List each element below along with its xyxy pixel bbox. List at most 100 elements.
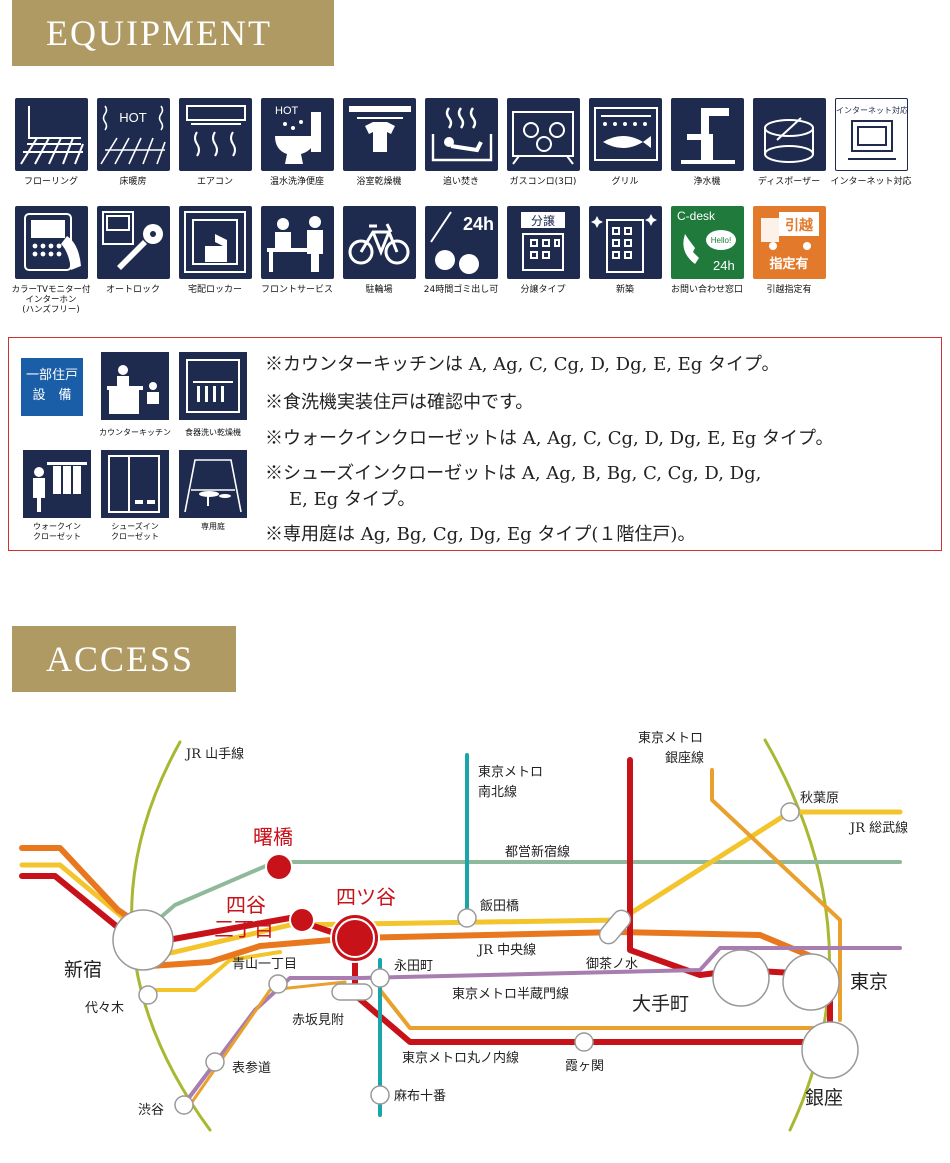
- label-tokyo: 東京: [850, 971, 888, 993]
- label-yotsuya-sanchome-1: 四谷: [226, 893, 266, 917]
- line-sobu-west: [146, 950, 282, 992]
- water-purifier-icon: [670, 98, 744, 171]
- label-yoyogi: 代々木: [85, 1001, 124, 1016]
- station-iidabashi: [457, 908, 477, 928]
- note-shoes-closet: ※シューズインクローゼットは A, Ag, B, Bg, C, Cg, D, D…: [265, 463, 762, 484]
- label-ginza: 銀座: [805, 1087, 843, 1109]
- equipment-item: グリル: [584, 98, 666, 188]
- air-conditioner-icon: [178, 98, 252, 171]
- equipment-item: 宅配ロッカー: [174, 206, 256, 296]
- counter-kitchen-icon: [101, 352, 169, 420]
- reheating-bath-icon: [424, 98, 498, 171]
- station-ochanomizu: [598, 909, 632, 945]
- equipment-item: 浴室乾燥機: [338, 98, 420, 188]
- label-shinjuku: 新宿: [64, 959, 102, 981]
- svg-text:24h: 24h: [463, 214, 494, 234]
- equipment-item: インターネット対応 インターネット対応: [830, 98, 912, 188]
- label-sobu: JR 総武線: [848, 820, 908, 836]
- partial-badge: 一部住戸 設 備: [21, 358, 83, 416]
- label-ochanomizu: 御茶ノ水: [586, 956, 638, 972]
- label-kasumigaseki: 霞ヶ関: [565, 1059, 604, 1074]
- equipment-item: 駐輪場: [338, 206, 420, 296]
- station-akebonobashi: [265, 853, 293, 881]
- equipment-banner: EQUIPMENT: [12, 0, 334, 66]
- private-garden-icon: [179, 450, 247, 518]
- station-yoyogi: [138, 985, 158, 1005]
- delivery-locker-icon: [178, 206, 252, 279]
- grill-icon: [588, 98, 662, 171]
- washlet-icon: HOT: [260, 98, 334, 171]
- station-yotsuya-sanchome: [289, 907, 315, 933]
- note-dishwasher: ※食洗機実装住戸は確認中です。: [265, 392, 534, 413]
- svg-text:インターネット対応: インターネット対応: [836, 105, 908, 115]
- internet-icon: インターネット対応: [834, 98, 908, 171]
- line-ginza: [378, 768, 842, 1030]
- label-aoyama: 青山一丁目: [232, 957, 297, 972]
- station-azabu: [370, 1085, 390, 1105]
- label-hanzomon: 東京メトロ半蔵門線: [452, 986, 569, 1002]
- equipment-item: ガスコンロ(3口): [502, 98, 584, 188]
- label-nagatacho: 永田町: [394, 959, 433, 974]
- station-akihabara: [780, 802, 800, 822]
- equipment-item: 引越指定有 引越指定有: [748, 206, 830, 296]
- floor-heating-icon: HOT: [96, 98, 170, 171]
- svg-text:引越: 引越: [785, 217, 814, 234]
- station-yotsuya: [330, 913, 380, 963]
- equipment-item: 新築: [584, 206, 666, 296]
- auto-lock-icon: [96, 206, 170, 279]
- station-kasumigaseki: [574, 1032, 594, 1052]
- equipment-item: HOT 床暖房: [92, 98, 174, 188]
- equipment-item: ディスポーザー: [748, 98, 830, 188]
- svg-text:HOT: HOT: [275, 105, 299, 117]
- equipment-title: EQUIPMENT: [46, 13, 272, 53]
- svg-text:Hello!: Hello!: [710, 236, 730, 245]
- station-omotesando: [205, 1052, 225, 1072]
- equipment-item: 浄水機: [666, 98, 748, 188]
- svg-text:HOT: HOT: [119, 110, 147, 125]
- note-counter-kitchen: ※カウンターキッチンは A, Ag, C, Cg, D, Dg, E, Eg タ…: [265, 354, 780, 375]
- station-otemachi: [712, 949, 770, 1007]
- station-ginza: [801, 1021, 859, 1079]
- label-ginza-line-2: 銀座線: [665, 750, 704, 766]
- equipment-item: 24h 24時間ゴミ出し可: [420, 206, 502, 296]
- moving-truck-icon: 引越指定有: [752, 206, 826, 279]
- walk-in-closet-icon: [23, 450, 91, 518]
- station-akasaka: [331, 983, 373, 1001]
- label-nanboku-2: 南北線: [478, 784, 517, 800]
- equipment-item: エアコン: [174, 98, 256, 188]
- label-akihabara: 秋葉原: [800, 791, 839, 806]
- equipment-item: HOT 温水洗浄便座: [256, 98, 338, 188]
- equipment-item: カラーTVモニター付 インターホン (ハンズフリー): [10, 206, 92, 315]
- line-yamanote-east: [763, 738, 831, 1132]
- label-chuo: JR 中央線: [476, 942, 536, 958]
- label-akebonobashi: 曙橋: [253, 825, 293, 849]
- label-yamanote: JR 山手線: [184, 746, 244, 762]
- label-yotsuya-sanchome-2: 三丁目: [214, 917, 274, 941]
- bicycle-parking-icon: [342, 206, 416, 279]
- station-aoyama: [268, 974, 288, 994]
- label-yotsuya: 四ツ谷: [336, 885, 396, 909]
- intercom-icon: [14, 206, 88, 279]
- label-omotesando: 表参道: [232, 1060, 271, 1076]
- label-marunouchi: 東京メトロ丸ノ内線: [402, 1050, 519, 1066]
- svg-text:24h: 24h: [713, 258, 735, 273]
- equipment-item: オートロック: [92, 206, 174, 296]
- svg-text:分譲: 分譲: [530, 213, 554, 228]
- label-shibuya: 渋谷: [138, 1103, 164, 1118]
- access-banner: ACCESS: [12, 626, 236, 692]
- label-akasaka: 赤坂見附: [292, 1013, 344, 1028]
- label-iidabashi: 飯田橋: [480, 899, 519, 914]
- flooring-icon: [14, 98, 88, 171]
- bathroom-dryer-icon: [342, 98, 416, 171]
- condominium-icon: 分譲: [506, 206, 580, 279]
- svg-text:C-desk: C-desk: [677, 209, 716, 223]
- label-azabu: 麻布十番: [394, 1089, 446, 1104]
- station-nagatacho: [370, 968, 390, 988]
- station-shibuya: [174, 1095, 194, 1115]
- shoes-closet-icon: [101, 450, 169, 518]
- station-shinjuku: [112, 909, 174, 971]
- svg-text:指定有: 指定有: [769, 256, 808, 272]
- label-nanboku-1: 東京メトロ: [478, 764, 543, 780]
